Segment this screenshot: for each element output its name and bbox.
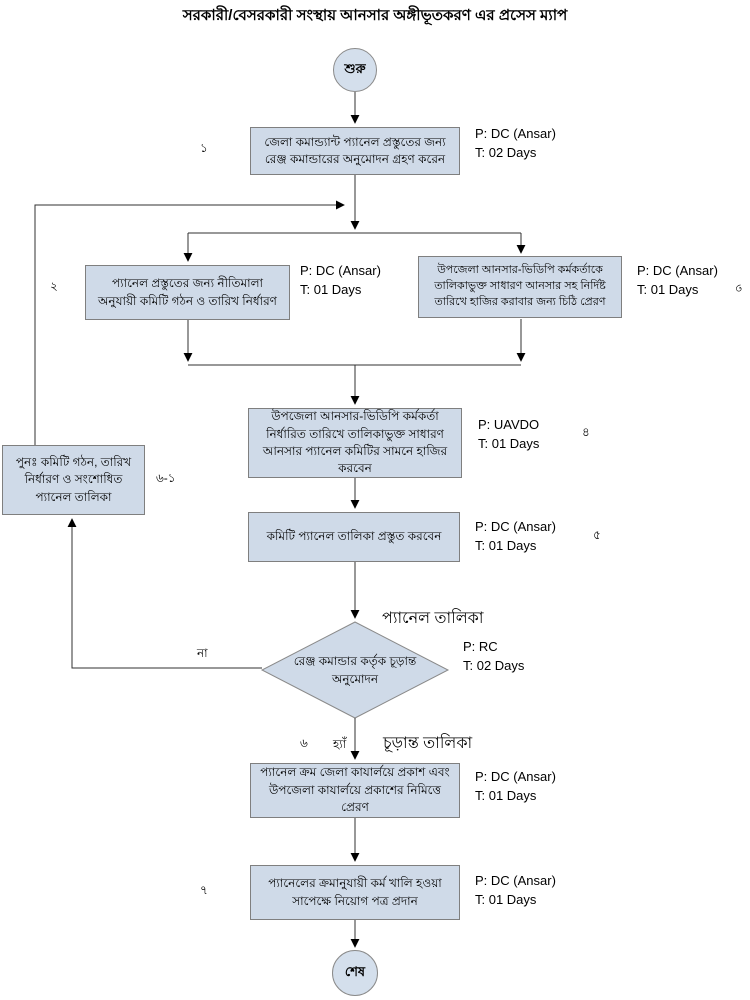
step-7-time: T: 01 Days	[475, 891, 537, 907]
step-6-text: প্যানেল ক্রম জেলা কাযার্লয়ে প্রকাশ এবং …	[260, 765, 450, 815]
step-4-annotation: P: UAVDO T: 01 Days	[478, 416, 539, 454]
step-6-time: T: 01 Days	[475, 787, 537, 803]
decision-performer: P: RC	[463, 639, 498, 654]
step-5-number: ৫	[593, 528, 601, 542]
step-3-number: ৩	[731, 284, 746, 292]
step-3-annotation: P: DC (Ansar) T: 01 Days	[637, 262, 718, 300]
step-5-text: কমিটি প্যানেল তালিকা প্রস্তুত করবেন	[266, 529, 442, 544]
step-6-number: ৬	[300, 736, 308, 750]
step-5-performer: P: DC (Ansar)	[475, 519, 556, 534]
step-2-box: প্যানেল প্রস্তুতের জন্য নীতিমালা অনুযায়…	[85, 265, 290, 320]
step-7-box: প্যানেলের ক্রমানুযায়ী কর্ম খালি হওয়া স…	[250, 865, 460, 920]
step-3-text: উপজেলা আনসার-ভিডিপি কর্মকর্তাকে তালিকাভু…	[434, 264, 606, 308]
step-4-number: ৪	[582, 425, 590, 439]
step-7-annotation: P: DC (Ansar) T: 01 Days	[475, 872, 556, 910]
rework-box: পুনঃ কমিটি গঠন, তারিখ নির্ধারণ ও সংশোধিত…	[2, 445, 145, 515]
yes-label: হ্যাঁ	[333, 737, 347, 751]
step-1-text: জেলা কমান্ড্যান্ট প্যানেল প্রস্তুতের জন্…	[264, 134, 446, 166]
step-5-box: কমিটি প্যানেল তালিকা প্রস্তুত করবেন	[248, 512, 460, 562]
panel-list-label: প্যানেল তালিকা	[382, 610, 484, 627]
step-4-text: উপজেলা আনসার-ভিডিপি কর্মকর্তা নির্ধারিত …	[262, 409, 448, 476]
step-7-performer: P: DC (Ansar)	[475, 873, 556, 888]
decision-annotation: P: RC T: 02 Days	[463, 638, 524, 676]
step-1-box: জেলা কমান্ড্যান্ট প্যানেল প্রস্তুতের জন্…	[250, 127, 460, 175]
start-node: শুরু	[333, 48, 377, 92]
step-2-text: প্যানেল প্রস্তুতের জন্য নীতিমালা অনুযায়…	[98, 276, 277, 308]
step-4-time: T: 01 Days	[478, 435, 540, 451]
step-6-box: প্যানেল ক্রম জেলা কাযার্লয়ে প্রকাশ এবং …	[250, 763, 460, 818]
step-5-annotation: P: DC (Ansar) T: 01 Days	[475, 518, 556, 556]
step-2-time: T: 01 Days	[300, 281, 362, 297]
step-4-performer: P: UAVDO	[478, 417, 540, 432]
final-list-label: চূড়ান্ত তালিকা	[383, 735, 473, 752]
step-6-annotation: P: DC (Ansar) T: 01 Days	[475, 768, 556, 806]
step-3-performer: P: DC (Ansar)	[637, 263, 718, 278]
rework-number: ৬-১	[156, 471, 176, 485]
decision-time: T: 02 Days	[463, 657, 525, 673]
step-3-box: উপজেলা আনসার-ভিডিপি কর্মকর্তাকে তালিকাভু…	[418, 256, 622, 318]
step-5-time: T: 01 Days	[475, 537, 537, 553]
no-label: না	[197, 646, 208, 660]
start-label: শুরু	[344, 60, 366, 76]
step-1-annotation: P: DC (Ansar) T: 02 Days	[475, 125, 556, 163]
step-7-number: ৭	[200, 883, 208, 897]
end-node: শেষ	[332, 950, 378, 996]
step-2-number: ২	[50, 279, 58, 293]
edge-decision-no	[71, 519, 262, 669]
decision-text: রেঞ্জ কমান্ডার কর্তৃক চূড়ান্ত অনুমোদন	[293, 654, 417, 686]
step-3-time: T: 01 Days	[637, 281, 699, 297]
step-2-performer: P: DC (Ansar)	[300, 263, 381, 278]
step-1-time: T: 02 Days	[475, 144, 537, 160]
step-1-performer: P: DC (Ansar)	[475, 126, 556, 141]
step-7-text: প্যানেলের ক্রমানুযায়ী কর্ম খালি হওয়া স…	[268, 876, 442, 908]
step-4-box: উপজেলা আনসার-ভিডিপি কর্মকর্তা নির্ধারিত …	[248, 408, 462, 478]
rework-text: পুনঃ কমিটি গঠন, তারিখ নির্ধারণ ও সংশোধিত…	[15, 454, 132, 504]
step-2-annotation: P: DC (Ansar) T: 01 Days	[300, 262, 381, 300]
end-label: শেষ	[344, 963, 366, 979]
step-1-number: ১	[200, 141, 208, 155]
step-6-performer: P: DC (Ansar)	[475, 769, 556, 784]
page-title: সরকারী/বেসরকারী সংস্থায় আনসার অঙ্গীভূতক…	[182, 7, 568, 24]
